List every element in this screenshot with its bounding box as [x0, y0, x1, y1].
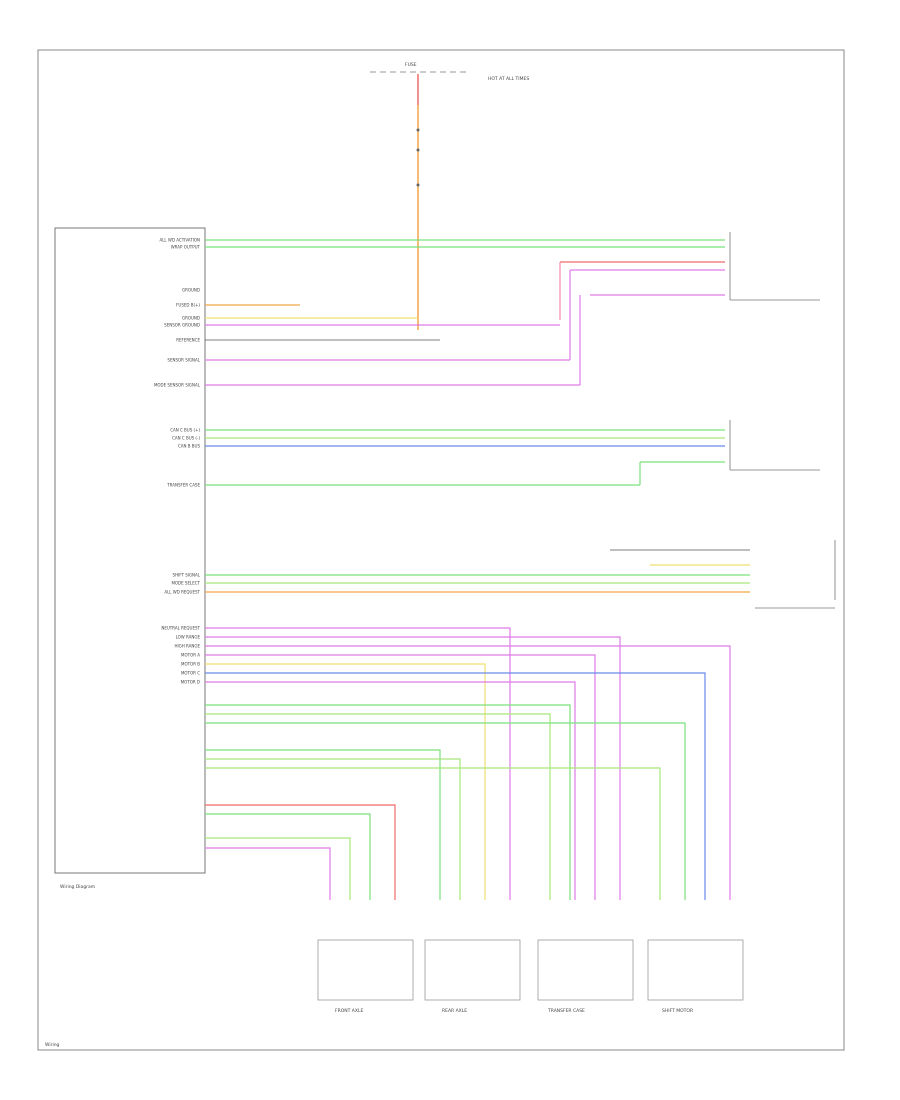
wire [205, 654, 596, 900]
pin-label: SENSOR SIGNAL [167, 358, 200, 363]
pin-label: GROUND [182, 288, 200, 293]
wire [205, 704, 571, 900]
connector-label: FRONT AXLE [335, 1008, 363, 1014]
pin-label: MOTOR C [181, 671, 200, 676]
wire [205, 813, 371, 900]
wire [205, 713, 551, 900]
fuse-note: HOT AT ALL TIMES [488, 76, 529, 82]
pin-label: LOW RANGE [176, 635, 201, 640]
connector-transfer-case [537, 939, 634, 1001]
pin-label: MOTOR D [181, 680, 200, 685]
wire [205, 672, 706, 900]
right-components [729, 232, 836, 609]
wire [205, 847, 331, 900]
wire [205, 722, 686, 900]
connector-group: FRONT AXLE REAR AXLE TRANSFER CASE SHIFT… [317, 939, 744, 1014]
pin-label: ALL WD ACTIVATION [159, 238, 200, 243]
pin-label: CAN B BUS [178, 444, 200, 449]
connector-shift-motor [647, 939, 744, 1001]
connector-front-axle [317, 939, 414, 1001]
pin-label: REFERENCE [176, 338, 200, 343]
connector-label: REAR AXLE [442, 1008, 467, 1014]
wire [205, 645, 731, 900]
pin-label: CAN C BUS (-) [172, 436, 200, 441]
wire [205, 636, 621, 900]
wire [205, 804, 396, 900]
wire [205, 837, 351, 900]
wire [205, 749, 441, 900]
pin-label: NEUTRAL REQUEST [161, 626, 200, 631]
control-module [54, 227, 206, 874]
pin-label: GROUND [182, 316, 200, 321]
connector-label: SHIFT MOTOR [662, 1008, 693, 1014]
pin-label: TRANSFER CASE [166, 483, 200, 488]
pin-label: WRAP OUTPUT [171, 245, 201, 250]
pin-label: ALL WD REQUEST [164, 590, 200, 595]
pin-label: MODE SENSOR SIGNAL [154, 383, 201, 388]
footer-label: Wiring [45, 1042, 60, 1048]
wire [205, 758, 461, 900]
wire-harness [205, 239, 750, 900]
wire [205, 681, 576, 900]
wire [205, 627, 511, 900]
wire [205, 767, 661, 900]
pin-label: MOTOR A [181, 653, 200, 658]
pin-label: CAN C BUS (+) [170, 428, 200, 433]
connector-label: TRANSFER CASE [547, 1008, 585, 1014]
fuse-label: FUSE [405, 62, 417, 68]
module-title: Wiring Diagram [60, 884, 95, 890]
pin-label: SENSOR GROUND [164, 323, 200, 328]
fuse-block: FUSE HOT AT ALL TIMES [370, 62, 529, 330]
pin-label: MODE SELECT [171, 581, 200, 586]
connector-rear-axle [424, 939, 521, 1001]
module-pins: ALL WD ACTIVATION WRAP OUTPUT GROUND FUSED … [154, 238, 201, 685]
diagram-frame [37, 49, 845, 1051]
pin-label: FUSED B(+) [176, 303, 200, 308]
pin-label: MOTOR B [181, 662, 200, 667]
pin-label: HIGH RANGE [174, 644, 200, 649]
wire [205, 663, 486, 900]
pin-label: SHIFT SIGNAL [173, 573, 201, 578]
